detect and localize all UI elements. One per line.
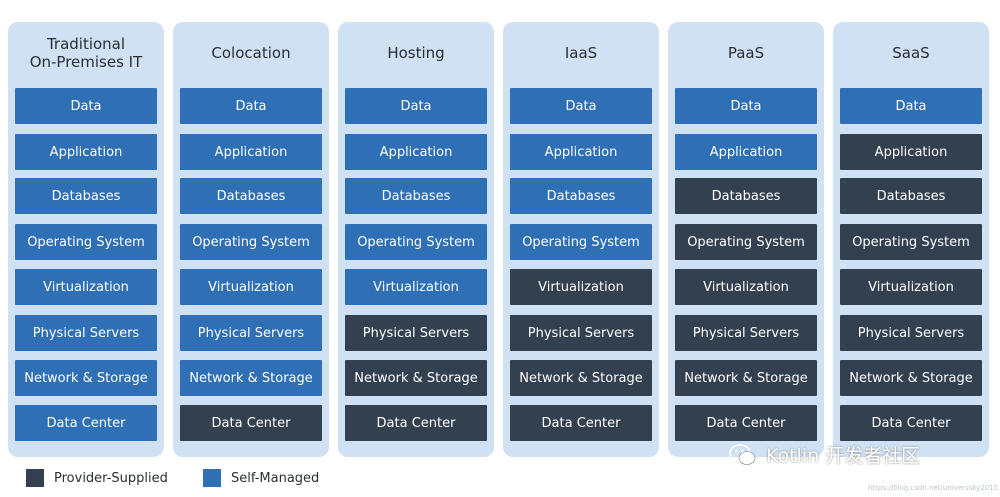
layer-cell: Network & Storage <box>345 360 487 396</box>
column-title: Hosting <box>387 44 445 62</box>
self-swatch <box>203 469 221 487</box>
layer-cell: Data Center <box>840 405 982 441</box>
legend-provider-label: Provider-Supplied <box>54 470 168 486</box>
layer-cell: Databases <box>15 178 157 214</box>
layer-cell: Application <box>510 134 652 170</box>
column-title: IaaS <box>564 44 598 62</box>
legend-self: Self-Managed <box>203 469 319 487</box>
layer-cell: Physical Servers <box>180 315 322 351</box>
layer-cell: Databases <box>675 178 817 214</box>
layer-cell: Network & Storage <box>840 360 982 396</box>
watermark-text: Kotlin 开发者社区 <box>766 445 921 467</box>
layer-cell: Databases <box>345 178 487 214</box>
layer-cell: Network & Storage <box>180 360 322 396</box>
layer-cell: Physical Servers <box>345 315 487 351</box>
column-title: Colocation <box>211 44 291 62</box>
layer-cell: Network & Storage <box>675 360 817 396</box>
layer-cell: Operating System <box>840 224 982 260</box>
layer-cell: Virtualization <box>675 269 817 305</box>
layer-cell: Data Center <box>15 405 157 441</box>
layer-cell: Physical Servers <box>840 315 982 351</box>
layer-cell: Physical Servers <box>510 315 652 351</box>
layer-cell: Operating System <box>675 224 817 260</box>
layer-cell: Data Center <box>180 405 322 441</box>
layer-cell: Data <box>345 88 487 124</box>
layer-cell: Physical Servers <box>15 315 157 351</box>
watermark-url: https://blog.csdn.net/universsky2015 <box>868 484 999 492</box>
legend-self-label: Self-Managed <box>231 470 320 486</box>
layer-cell: Data Center <box>345 405 487 441</box>
layer-cell: Data <box>180 88 322 124</box>
column-title: PaaS <box>727 44 765 62</box>
layer-cell: Data <box>15 88 157 124</box>
watermark: Kotlin 开发者社区 <box>728 441 920 468</box>
layer-cell: Data Center <box>510 405 652 441</box>
layer-cell: Virtualization <box>180 269 322 305</box>
legend-provider: Provider-Supplied <box>26 469 168 487</box>
layer-cell: Application <box>675 134 817 170</box>
layer-cell: Data Center <box>675 405 817 441</box>
layer-cell: Data <box>675 88 817 124</box>
layer-cell: Databases <box>180 178 322 214</box>
layer-cell: Operating System <box>15 224 157 260</box>
layer-cell: Physical Servers <box>675 315 817 351</box>
column-title: Traditional On-Premises IT <box>29 35 143 71</box>
layer-cell: Application <box>840 134 982 170</box>
layer-cell: Data <box>840 88 982 124</box>
layer-cell: Virtualization <box>15 269 157 305</box>
layer-cell: Data <box>510 88 652 124</box>
layer-cell: Operating System <box>510 224 652 260</box>
column-title: SaaS <box>892 44 930 62</box>
provider-swatch <box>26 469 44 487</box>
layer-cell: Virtualization <box>840 269 982 305</box>
layer-cell: Virtualization <box>510 269 652 305</box>
layer-cell: Virtualization <box>345 269 487 305</box>
layer-cell: Network & Storage <box>510 360 652 396</box>
layer-cell: Operating System <box>180 224 322 260</box>
layer-cell: Databases <box>510 178 652 214</box>
layer-cell: Databases <box>840 178 982 214</box>
layer-cell: Operating System <box>345 224 487 260</box>
layer-cell: Application <box>345 134 487 170</box>
wechat-icon <box>729 443 756 465</box>
layer-cell: Application <box>15 134 157 170</box>
layer-cell: Network & Storage <box>15 360 157 396</box>
layer-cell: Application <box>180 134 322 170</box>
